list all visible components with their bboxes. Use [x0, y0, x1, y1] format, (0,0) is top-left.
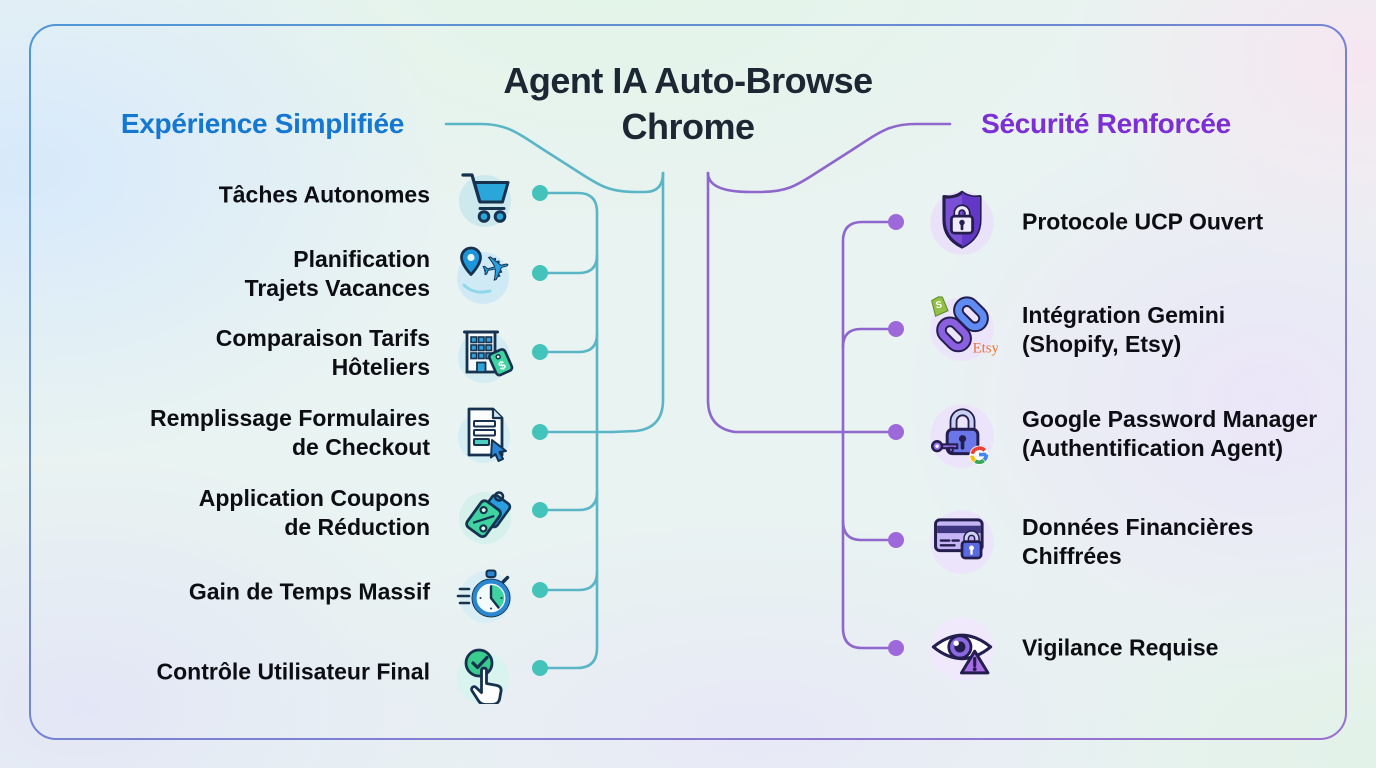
branch-dot — [888, 640, 904, 656]
left-connectors — [444, 122, 665, 670]
right-item4-line — [841, 519, 890, 542]
page-title-line2: Chrome — [621, 106, 755, 147]
right-heading-line — [706, 122, 952, 194]
left-item2-line — [546, 253, 599, 275]
branch-dot — [888, 214, 904, 230]
right-branch-heading: Sécurité Renforcée — [981, 108, 1231, 139]
branch-dot — [532, 582, 548, 598]
branch-dot — [888, 321, 904, 337]
chain-link-icon: S Etsy — [926, 291, 998, 363]
etsy-logo: Etsy — [973, 340, 998, 356]
travel-pin-plane-icon: ✈ — [450, 240, 514, 304]
eye-warning-icon — [926, 612, 998, 684]
left-item-label-7: Contrôle Utilisateur Final — [156, 658, 430, 685]
left-trunk-line — [610, 171, 665, 434]
left-item-label-2: Planification Trajets Vacances — [244, 246, 430, 301]
branch-dot — [532, 424, 548, 440]
padlock-key-icon — [926, 398, 998, 470]
right-spine-down-line — [841, 430, 890, 650]
branch-dot — [888, 424, 904, 440]
right-item-label-2: Intégration Gemini (Shopify, Etsy) — [1022, 302, 1226, 357]
form-cursor-icon — [450, 400, 514, 464]
left-heading-line — [444, 122, 665, 194]
stopwatch-icon — [450, 560, 514, 624]
left-item-label-4: Remplissage Formulaires de Checkout — [150, 405, 430, 460]
branch-dot — [532, 185, 548, 201]
right-branch-dots — [888, 214, 904, 656]
branch-dot — [532, 265, 548, 281]
left-item-label-1: Tâches Autonomes — [218, 181, 430, 208]
left-branch-heading: Expérience Simplifiée — [120, 108, 405, 139]
left-item5-line — [546, 490, 599, 512]
right-item-label-3: Google Password Manager (Authentificatio… — [1022, 406, 1318, 461]
left-spine-line — [546, 191, 599, 670]
cart-icon — [450, 164, 514, 228]
hand-check-icon — [450, 640, 514, 704]
svg-text:S: S — [935, 299, 943, 311]
left-item6-line — [546, 570, 599, 592]
right-spine-up-line — [841, 220, 890, 434]
left-item-label-6: Gain de Temps Massif — [188, 578, 430, 605]
branch-dot — [532, 502, 548, 518]
right-item-label-1: Protocole UCP Ouvert — [1022, 208, 1264, 235]
google-g-logo — [969, 445, 989, 465]
right-item2-line — [841, 327, 890, 349]
right-item-label-4: Données Financières Chiffrées — [1022, 514, 1254, 569]
frame-border — [29, 24, 1347, 740]
shopify-logo: S — [931, 296, 949, 317]
right-trunk-line — [706, 171, 890, 434]
branch-dot — [888, 532, 904, 548]
right-connectors — [706, 122, 952, 650]
shield-lock-icon — [926, 186, 998, 258]
page-title: Agent IA Auto-Browse Chrome — [338, 58, 1038, 150]
coupon-tags-icon — [450, 480, 514, 544]
left-branch-dots — [532, 185, 548, 676]
hotel-price-tag-icon: $ — [450, 320, 514, 384]
left-item-label-3: Comparaison Tarifs Hôteliers — [215, 325, 430, 380]
left-item-label-5: Application Coupons de Réduction — [198, 485, 430, 540]
branch-dot — [532, 660, 548, 676]
branch-dot — [532, 344, 548, 360]
credit-card-lock-icon — [926, 504, 998, 576]
page-title-line1: Agent IA Auto-Browse — [503, 60, 873, 101]
left-item3-line — [546, 332, 599, 354]
right-item-label-5: Vigilance Requise — [1022, 634, 1219, 661]
